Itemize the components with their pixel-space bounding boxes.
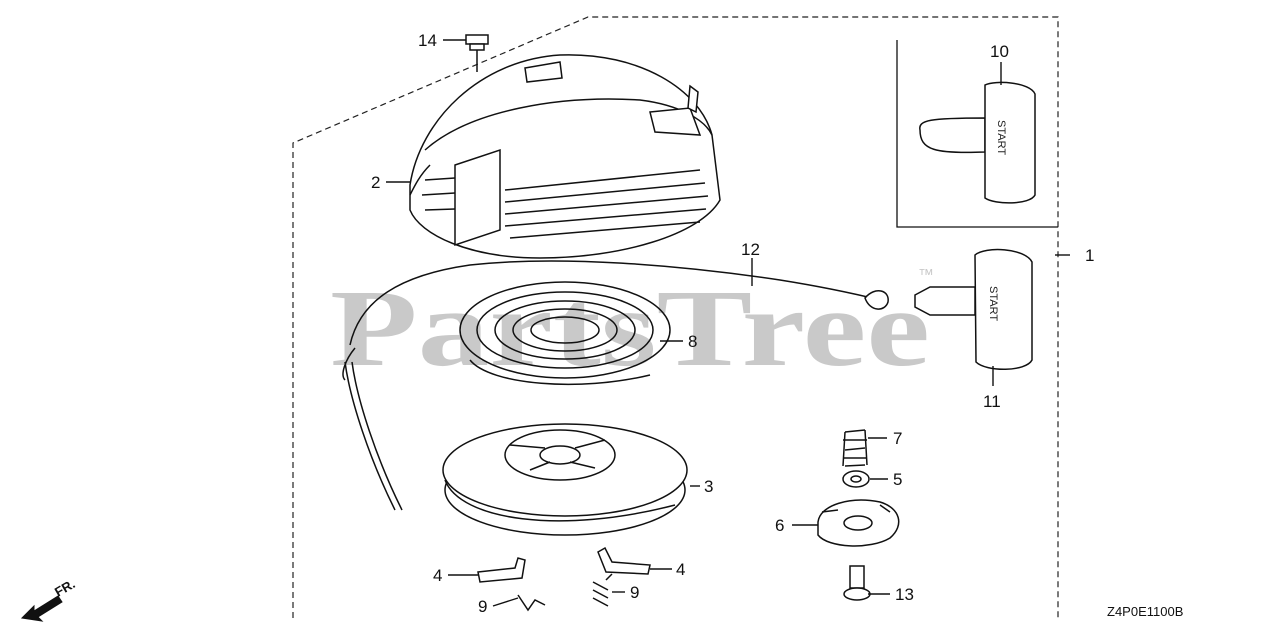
front-arrow-icon (20, 595, 63, 622)
pawl-left-part (477, 557, 526, 583)
leader-lines (386, 39, 1070, 607)
callouts: 14 2 1 10 11 12 8 3 7 5 6 13 4 4 9 9 (371, 31, 1094, 616)
callout-5: 5 (893, 470, 902, 489)
callout-14: 14 (418, 31, 437, 50)
callout-7: 7 (893, 429, 902, 448)
inset-box (896, 40, 1058, 228)
callout-1: 1 (1085, 246, 1094, 265)
recoil-reel-part (442, 423, 688, 536)
pawl-spring-right-part (592, 573, 613, 607)
callout-2: 2 (371, 173, 380, 192)
drawing-code: Z4P0E1100B (1107, 604, 1183, 619)
callout-4-left: 4 (433, 566, 442, 585)
pawl-spring-left-part (517, 594, 546, 612)
watermark: PartsTree (330, 267, 930, 389)
callout-6: 6 (775, 516, 784, 535)
handle-start-label: START (987, 286, 999, 321)
washer-part (842, 470, 870, 488)
starter-rope-part (342, 260, 889, 511)
screw-part (843, 565, 871, 601)
bolt-part (465, 34, 489, 72)
front-direction-label: FR. (52, 576, 78, 599)
callout-10: 10 (990, 42, 1009, 61)
callout-12: 12 (741, 240, 760, 259)
callout-11: 11 (983, 392, 1001, 411)
callout-9-left: 9 (478, 597, 487, 616)
spiral-spring-part (459, 281, 671, 386)
assembly-boundary (292, 16, 1059, 618)
ratchet-part (817, 499, 900, 547)
callout-3: 3 (704, 477, 713, 496)
front-direction-indicator: FR. (20, 576, 78, 622)
starter-handle-part: START (914, 248, 1033, 370)
watermark-trademark: ™ (918, 267, 934, 284)
inset-handle-start-label: START (995, 120, 1007, 155)
callout-13: 13 (895, 585, 914, 604)
callout-4-right: 4 (676, 560, 685, 579)
friction-spring-part (842, 429, 868, 467)
callout-9-right: 9 (630, 583, 639, 602)
callout-8: 8 (688, 332, 697, 351)
starter-cover-part (409, 54, 721, 259)
alternate-handle-part: START (919, 81, 1036, 204)
pawl-right-part (597, 546, 651, 575)
